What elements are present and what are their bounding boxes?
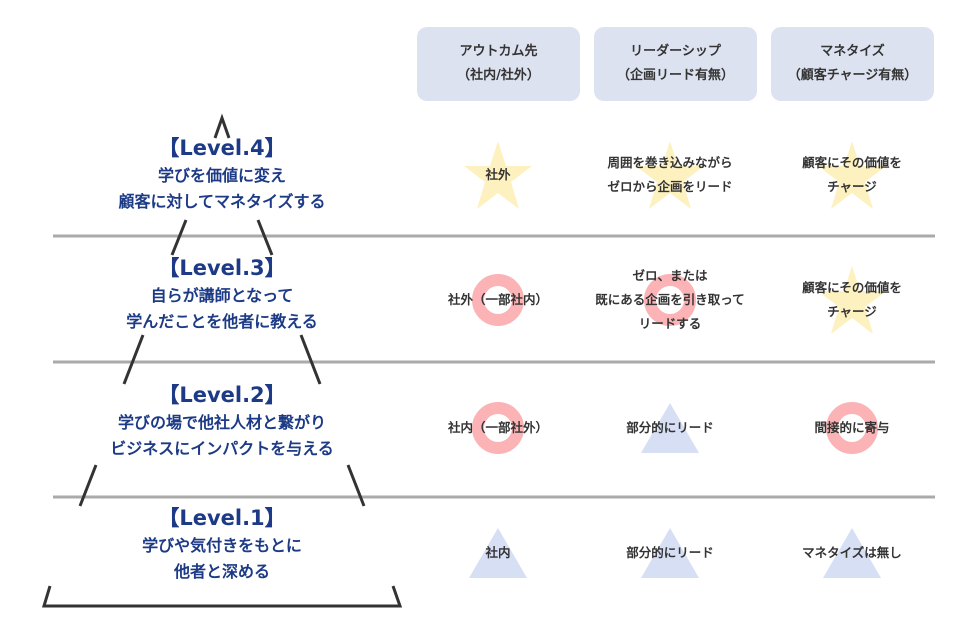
- star-icon: [818, 141, 886, 209]
- cell-text: 社外: [485, 167, 511, 182]
- cell-text: 社内（一部社外）: [447, 420, 548, 435]
- level-desc-line2: 顧客に対してマネタイズする: [118, 192, 326, 211]
- level-4-label: 【Level.4】 学びを価値に変え 顧客に対してマネタイズする: [52, 133, 392, 215]
- level-desc-line1: 学びを価値に変え: [157, 166, 286, 185]
- header-title: マネタイズ: [820, 44, 885, 59]
- cell-text: 顧客にその価値を チャージ: [802, 155, 902, 194]
- star-icon: [464, 141, 532, 209]
- level-2-cell: 間接的に寄与: [767, 383, 937, 473]
- cell-text: マネタイズは無し: [802, 545, 902, 560]
- header-sub: （社内/社外）: [457, 68, 540, 83]
- cell-text: 間接的に寄与: [814, 420, 890, 435]
- level-2-label: 【Level.2】 学びの場で他社人材と繋がり ビジネスにインパクトを与える: [52, 380, 392, 462]
- level-title: 【Level.3】: [158, 256, 286, 280]
- cell-text: ゼロ、または 既にある企画を引き取って リードする: [595, 268, 745, 331]
- level-1-cell: 部分的にリード: [585, 508, 755, 598]
- level-4-cell: 社外: [413, 130, 583, 220]
- triangle-icon: [469, 528, 527, 578]
- level-3-cell: 社外（一部社内）: [413, 255, 583, 345]
- cell-text: 社内: [485, 545, 511, 560]
- circle-icon: [644, 274, 696, 326]
- cell-text: 社外（一部社内）: [447, 292, 548, 307]
- cell-text: 顧客にその価値を チャージ: [802, 280, 902, 319]
- header-outcome: アウトカム先 （社内/社外）: [417, 27, 580, 101]
- header-monetize: マネタイズ （顧客チャージ有無）: [771, 27, 934, 101]
- level-desc-line1: 学びや気付きをもとに: [142, 536, 302, 555]
- level-title: 【Level.1】: [158, 506, 286, 530]
- level-4-cell: 周囲を巻き込みながら ゼロから企画をリード: [585, 130, 755, 220]
- level-1-label: 【Level.1】 学びや気付きをもとに 他者と深める: [52, 503, 392, 585]
- level-2-cell: 部分的にリード: [585, 383, 755, 473]
- star-icon: [636, 141, 704, 209]
- level-desc-line1: 学びの場で他社人材と繋がり: [117, 413, 326, 432]
- star-icon: [818, 266, 886, 334]
- cell-text: 部分的にリード: [626, 545, 714, 560]
- triangle-icon: [641, 403, 699, 453]
- level-desc-line1: 自らが講師となって: [150, 286, 294, 305]
- triangle-icon: [823, 528, 881, 578]
- level-2-cell: 社内（一部社外）: [413, 383, 583, 473]
- header-sub: （企画リード有無）: [616, 68, 734, 83]
- circle-icon: [472, 402, 524, 454]
- header-title: リーダーシップ: [630, 44, 721, 59]
- header-sub: （顧客チャージ有無）: [787, 68, 918, 83]
- level-1-cell: マネタイズは無し: [767, 508, 937, 598]
- triangle-icon: [641, 528, 699, 578]
- level-desc-line2: 学んだことを他者に教える: [126, 312, 318, 331]
- level-title: 【Level.4】: [158, 136, 286, 160]
- header-leadership: リーダーシップ （企画リード有無）: [594, 27, 757, 101]
- level-desc-line2: 他者と深める: [173, 562, 270, 581]
- level-3-cell: 顧客にその価値を チャージ: [767, 255, 937, 345]
- level-4-cell: 顧客にその価値を チャージ: [767, 130, 937, 220]
- level-3-label: 【Level.3】 自らが講師となって 学んだことを他者に教える: [52, 253, 392, 335]
- level-title: 【Level.2】: [158, 383, 286, 407]
- cell-text: 部分的にリード: [626, 420, 714, 435]
- level-3-cell: ゼロ、または 既にある企画を引き取って リードする: [585, 255, 755, 345]
- level-desc-line2: ビジネスにインパクトを与える: [110, 439, 334, 458]
- header-title: アウトカム先: [459, 44, 538, 59]
- circle-icon: [472, 274, 524, 326]
- level-1-cell: 社内: [413, 508, 583, 598]
- pyramid-outline: [41, 113, 403, 608]
- circle-icon: [826, 402, 878, 454]
- cell-text: 周囲を巻き込みながら ゼロから企画をリード: [607, 155, 733, 194]
